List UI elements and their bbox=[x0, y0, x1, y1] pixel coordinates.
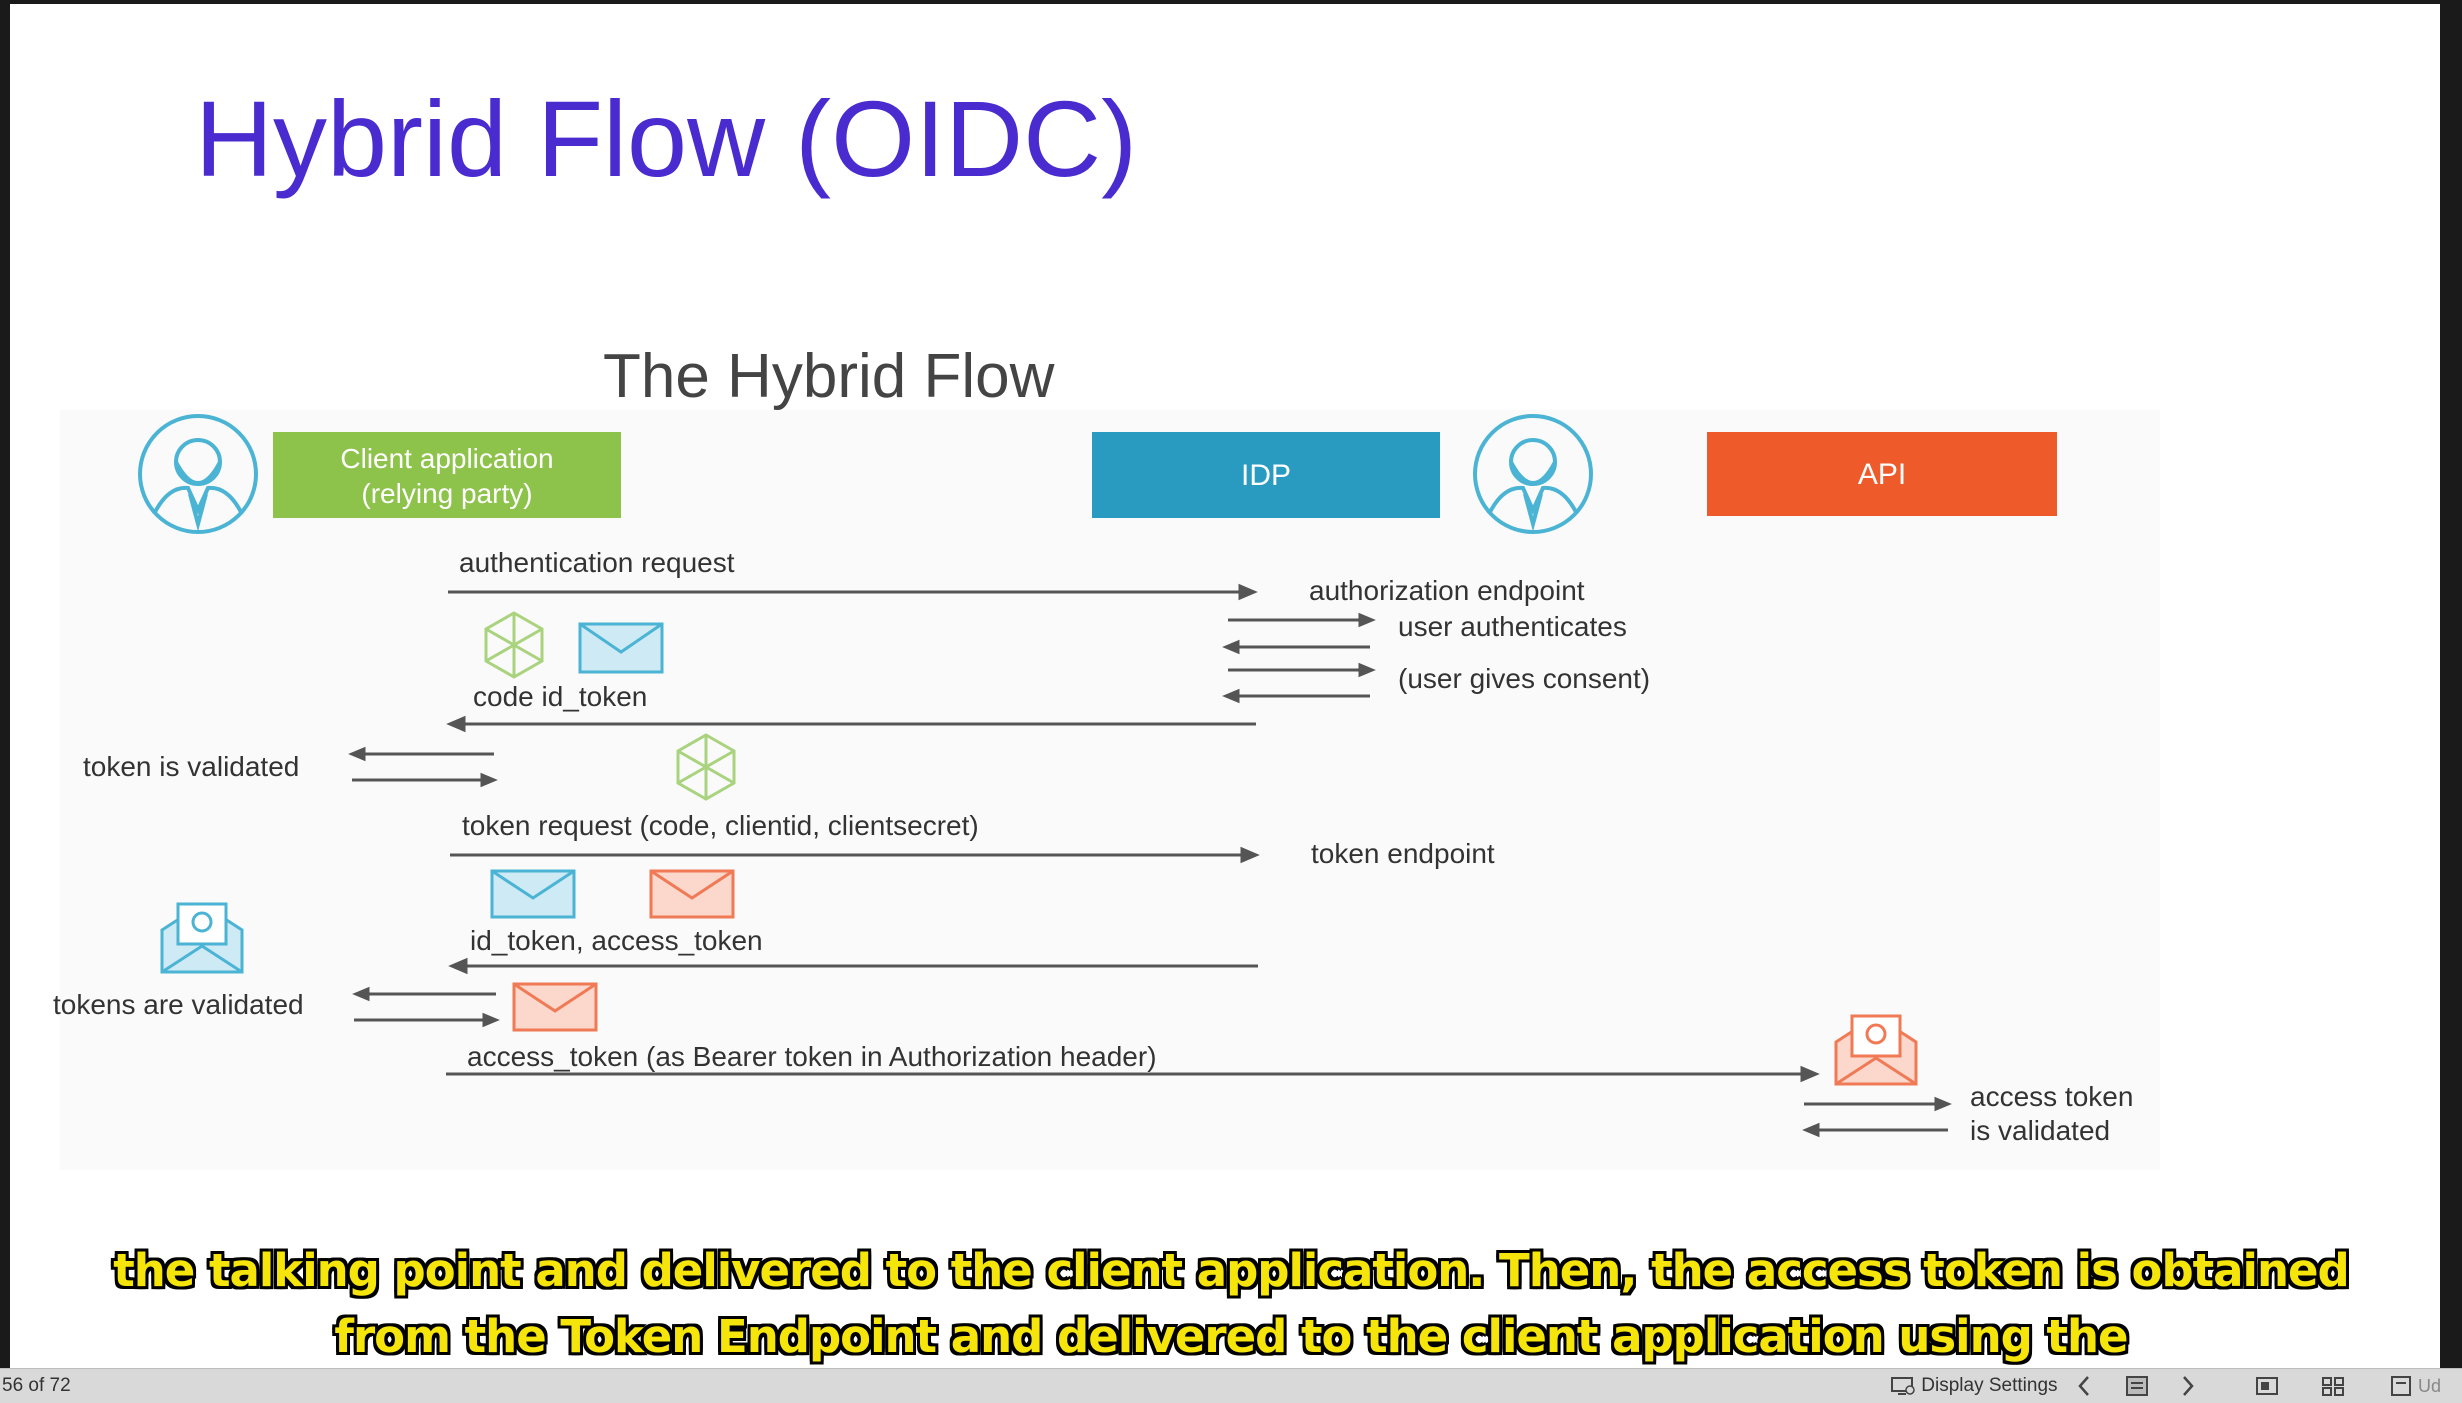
monitor-icon bbox=[1891, 1376, 1915, 1395]
arrow-user-consent-1 bbox=[1228, 662, 1376, 678]
api-box bbox=[1707, 432, 2057, 516]
access-token-validated-envelope-icon bbox=[1834, 1014, 1918, 1086]
label-tokens-validated: tokens are validated bbox=[53, 989, 304, 1020]
label-token-request: token request (code, clientid, clientsec… bbox=[462, 810, 979, 841]
arrow-user-consent-2 bbox=[1222, 688, 1370, 704]
reading-mode-button[interactable] bbox=[2388, 1369, 2414, 1403]
label-token-validated: token is validated bbox=[83, 751, 299, 782]
idp-box bbox=[1092, 432, 1440, 518]
arrow-id-access-token bbox=[448, 957, 1258, 975]
code-cube-icon bbox=[484, 611, 544, 679]
arrow-access-validated-1 bbox=[1804, 1096, 1952, 1112]
label-auth-request: authentication request bbox=[459, 547, 735, 578]
label-id-access-token: id_token, access_token bbox=[470, 925, 763, 956]
tokens-validated-envelope-icon bbox=[160, 902, 244, 974]
id-token-envelope-icon-2 bbox=[490, 869, 576, 919]
chevron-right-icon bbox=[2183, 1376, 2194, 1396]
client-application-box bbox=[273, 432, 621, 518]
next-slide-button[interactable] bbox=[2180, 1369, 2196, 1403]
label-user-auth: user authenticates bbox=[1398, 611, 1627, 642]
diagram-title: The Hybrid Flow bbox=[603, 342, 1055, 411]
arrow-tokens-validated-1 bbox=[352, 986, 496, 1002]
arrow-token-validated-1 bbox=[348, 746, 494, 762]
api-label: API bbox=[1858, 458, 1906, 491]
client-application-sublabel: (relying party) bbox=[361, 478, 532, 509]
slide-counter: 56 of 72 bbox=[2, 1375, 71, 1396]
label-bearer: access_token (as Bearer token in Authori… bbox=[467, 1041, 1157, 1072]
user-avatar-left-icon bbox=[138, 414, 258, 534]
chevron-left-icon bbox=[2078, 1376, 2089, 1396]
slide-title: Hybrid Flow (OIDC) bbox=[195, 78, 1137, 199]
video-caption: the talking point and delivered to the c… bbox=[0, 1238, 2462, 1370]
normal-view-button[interactable] bbox=[2254, 1369, 2280, 1403]
arrow-tokens-validated-2 bbox=[354, 1012, 500, 1028]
label-token-endpoint: token endpoint bbox=[1311, 838, 1495, 869]
grid-view-icon bbox=[2322, 1376, 2344, 1396]
label-access-validated-1: access token bbox=[1970, 1081, 2133, 1112]
caption-line-1: the talking point and delivered to the c… bbox=[113, 1244, 2350, 1297]
status-bar: 56 of 72 Display Settings Ud bbox=[0, 1368, 2462, 1403]
label-code-id-token: code id_token bbox=[473, 681, 647, 712]
arrow-user-auth-2 bbox=[1222, 639, 1370, 655]
code-cube-icon-2 bbox=[676, 733, 736, 801]
label-user-consent: (user gives consent) bbox=[1398, 663, 1650, 694]
label-access-validated-2: is validated bbox=[1970, 1115, 2110, 1146]
arrow-auth-request bbox=[448, 583, 1258, 601]
id-token-envelope-icon bbox=[578, 622, 664, 674]
previous-slide-button[interactable] bbox=[2076, 1369, 2092, 1403]
arrow-token-validated-2 bbox=[352, 772, 498, 788]
slide-sorter-button[interactable] bbox=[2320, 1369, 2346, 1403]
display-settings-button[interactable]: Display Settings bbox=[1890, 1369, 2058, 1403]
slide-view-icon bbox=[2126, 1375, 2148, 1396]
reading-view-button[interactable] bbox=[2124, 1369, 2150, 1403]
watermark-logo: Ud bbox=[2418, 1376, 2442, 1396]
access-token-envelope-icon-2 bbox=[512, 982, 598, 1032]
access-token-envelope-icon bbox=[649, 869, 735, 919]
arrow-token-request bbox=[450, 846, 1260, 864]
user-avatar-right-icon bbox=[1473, 414, 1593, 534]
caption-line-2: from the Token Endpoint and delivered to… bbox=[334, 1310, 2128, 1363]
arrow-bearer bbox=[446, 1065, 1820, 1083]
book-icon bbox=[2391, 1375, 2411, 1396]
display-settings-label: Display Settings bbox=[1921, 1375, 2058, 1396]
client-application-label: Client application bbox=[340, 443, 553, 474]
arrow-access-validated-2 bbox=[1802, 1122, 1948, 1138]
arrow-user-auth-1 bbox=[1228, 612, 1376, 628]
idp-label: IDP bbox=[1241, 459, 1291, 492]
arrow-code-id-token bbox=[446, 715, 1256, 733]
label-auth-endpoint: authorization endpoint bbox=[1309, 575, 1585, 606]
normal-view-icon bbox=[2256, 1376, 2278, 1395]
